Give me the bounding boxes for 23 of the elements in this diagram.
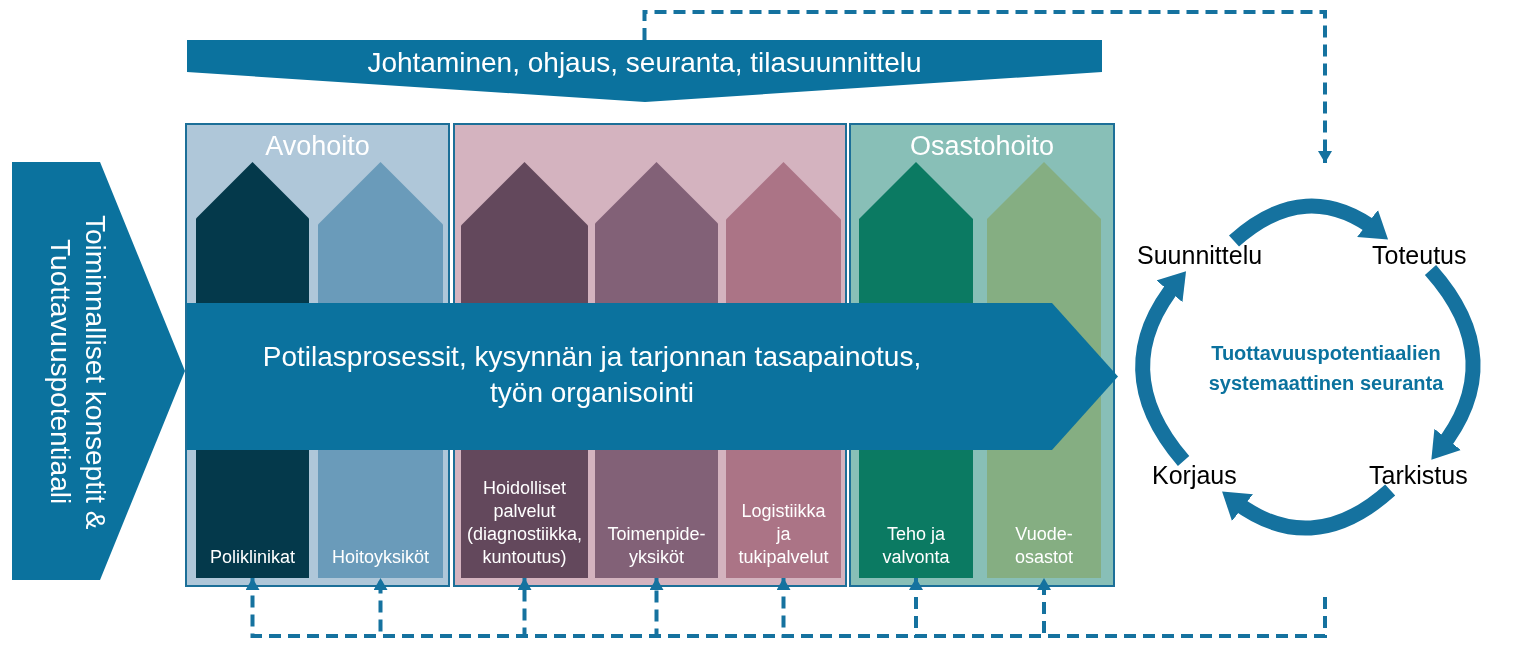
dashed-arrow: [1037, 578, 1327, 638]
column-label: Teho ja valvonta: [881, 523, 951, 569]
step-label: Suunnittelu: [1137, 241, 1263, 270]
column-label: Poliklinikat: [209, 546, 295, 569]
curved-arrow: [1229, 198, 1389, 247]
banner-text: Johtaminen, ohjaus, seuranta, tilasuunnittelu: [367, 46, 922, 80]
group-title: Avohoito: [265, 131, 370, 161]
arrow-text: Potilasprosessit, kysynnän ja tarjonnan tasapainotus, työn organisointi: [261, 340, 923, 410]
group-title: Osastohoito: [909, 131, 1055, 161]
step-label: Korjaus: [1152, 461, 1237, 490]
column-label: Hoidolliset palvelut (diagnostiikka, kuntoutus): [465, 477, 584, 569]
arrow-text: Toiminnalliset konseptit & Tuottavuuspotentiaali: [44, 213, 112, 532]
column-label: Logistiikka ja tukipalvelut: [737, 500, 830, 569]
curved-arrow: [1135, 270, 1190, 466]
column-label: Vuode- osastot: [1013, 523, 1074, 569]
step-label: Toteutus: [1372, 241, 1467, 270]
step-label: Tarkistus: [1369, 461, 1468, 490]
dashed-arrow: [642, 10, 1332, 163]
column-label: Hoitoyksiköt: [332, 546, 429, 569]
cycle-label: Tuottavuuspotentiaalien systemaattinen seuranta: [1207, 341, 1445, 396]
curved-arrow: [1221, 484, 1395, 536]
curved-arrow: [1424, 265, 1481, 460]
column-label: Toimenpide- yksiköt: [606, 523, 707, 569]
